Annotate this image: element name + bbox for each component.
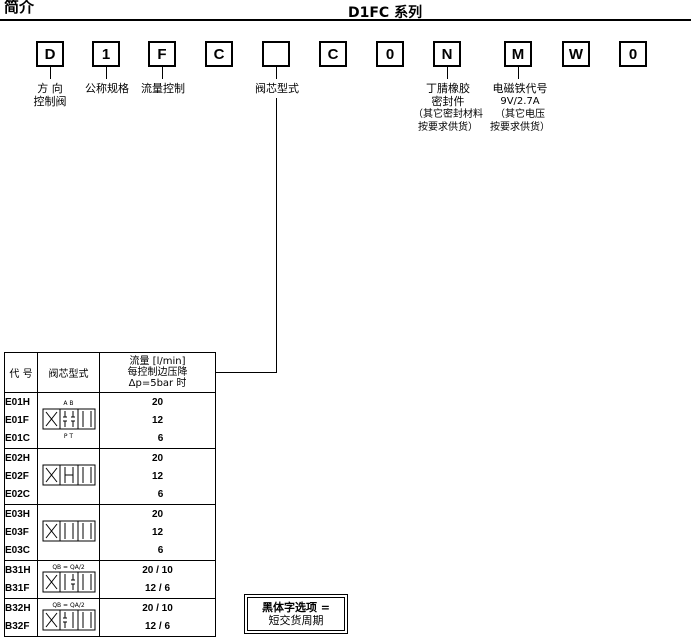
table-row: E01H E01F E01C A B P T 20 12 6 <box>4 392 216 449</box>
spool-symbol-cell: QB = QA/2 <box>37 560 100 599</box>
header-spool-type: 阀芯型式 <box>37 352 100 393</box>
spool-symbol-e02-icon <box>42 464 95 486</box>
code-box-zero1: 0 <box>376 41 404 67</box>
code-box-zero2: 0 <box>619 41 647 67</box>
leader-vertical <box>276 98 277 373</box>
table-row: E03H E03F E03C 20 12 6 <box>4 504 216 561</box>
code-box-size: 1 <box>92 41 120 67</box>
code-box-spool <box>262 41 290 67</box>
header-flow: 流量 [l/min] 每控制边压降 Δp=5bar 时 <box>99 352 216 393</box>
section-title: 简介 <box>4 0 35 16</box>
flow-cell: 20 / 10 12 / 6 <box>99 560 216 599</box>
spool-symbol-cell <box>37 504 100 561</box>
code-box-seal: N <box>433 41 461 67</box>
flow-ratio-note: QB = QA/2 <box>52 601 85 609</box>
code-box-c1: C <box>205 41 233 67</box>
code-box-solenoid: M <box>504 41 532 67</box>
code-box-w: W <box>562 41 590 67</box>
label-solenoid: 电磁铁代号 9V/2.7A （其它电压 按要求供货） <box>490 82 550 133</box>
code-cell: E02H E02F E02C <box>4 448 38 505</box>
flow-ratio-note: QB = QA/2 <box>52 563 85 571</box>
spool-table: 代 号 阀芯型式 流量 [l/min] 每控制边压降 Δp=5bar 时 E01… <box>4 352 216 637</box>
leader-horizontal <box>215 372 277 373</box>
table-row: E02H E02F E02C 20 12 6 <box>4 448 216 505</box>
stem-direction <box>50 67 51 79</box>
stem-spool <box>276 67 277 79</box>
header-rule <box>0 19 691 21</box>
spool-symbol-b32-icon <box>42 609 95 630</box>
spool-symbol-e01-icon <box>42 408 95 430</box>
label-spool-type: 阀芯型式 <box>255 82 299 95</box>
flow-cell: 20 12 6 <box>99 504 216 561</box>
code-box-direction: D <box>36 41 64 67</box>
code-cell: E01H E01F E01C <box>4 392 38 449</box>
spool-symbol-cell: QB = QA/2 <box>37 598 100 637</box>
label-direction: 方 向 控制阀 <box>33 82 67 108</box>
ports-bottom-label: P T <box>63 433 74 440</box>
spool-symbol-e03-icon <box>42 520 95 542</box>
label-flow-control: 流量控制 <box>141 82 185 95</box>
header-code: 代 号 <box>4 352 38 393</box>
stem-flow <box>162 67 163 79</box>
ports-top-label: A B <box>63 400 74 407</box>
flow-cell: 20 12 6 <box>99 448 216 505</box>
code-cell: B31H B31F <box>4 560 38 599</box>
table-row: B31H B31F QB = QA/2 20 / 10 12 / 6 <box>4 560 216 599</box>
flow-cell: 20 12 6 <box>99 392 216 449</box>
series-title: D1FC 系列 <box>348 5 423 21</box>
stem-seal <box>447 67 448 79</box>
bold-options-note: 黑体字选项 = 短交货周期 <box>244 594 348 634</box>
flow-cell: 20 / 10 12 / 6 <box>99 598 216 637</box>
label-nominal-size: 公称规格 <box>85 82 129 95</box>
stem-size <box>106 67 107 79</box>
label-seal: 丁腈橡胶 密封件 （其它密封材料 按要求供货） <box>413 82 483 133</box>
code-box-flow-control: F <box>148 41 176 67</box>
code-cell: B32H B32F <box>4 598 38 637</box>
spool-symbol-cell: A B P T <box>37 392 100 449</box>
stem-solenoid <box>518 67 519 79</box>
table-header-row: 代 号 阀芯型式 流量 [l/min] 每控制边压降 Δp=5bar 时 <box>4 352 216 393</box>
note-line-1: 黑体字选项 = <box>261 601 331 614</box>
code-box-c2: C <box>319 41 347 67</box>
spool-symbol-b31-icon <box>42 571 95 592</box>
code-cell: E03H E03F E03C <box>4 504 38 561</box>
note-line-2: 短交货周期 <box>268 614 324 627</box>
spool-symbol-cell <box>37 448 100 505</box>
table-row: B32H B32F QB = QA/2 20 / 10 12 / 6 <box>4 598 216 637</box>
